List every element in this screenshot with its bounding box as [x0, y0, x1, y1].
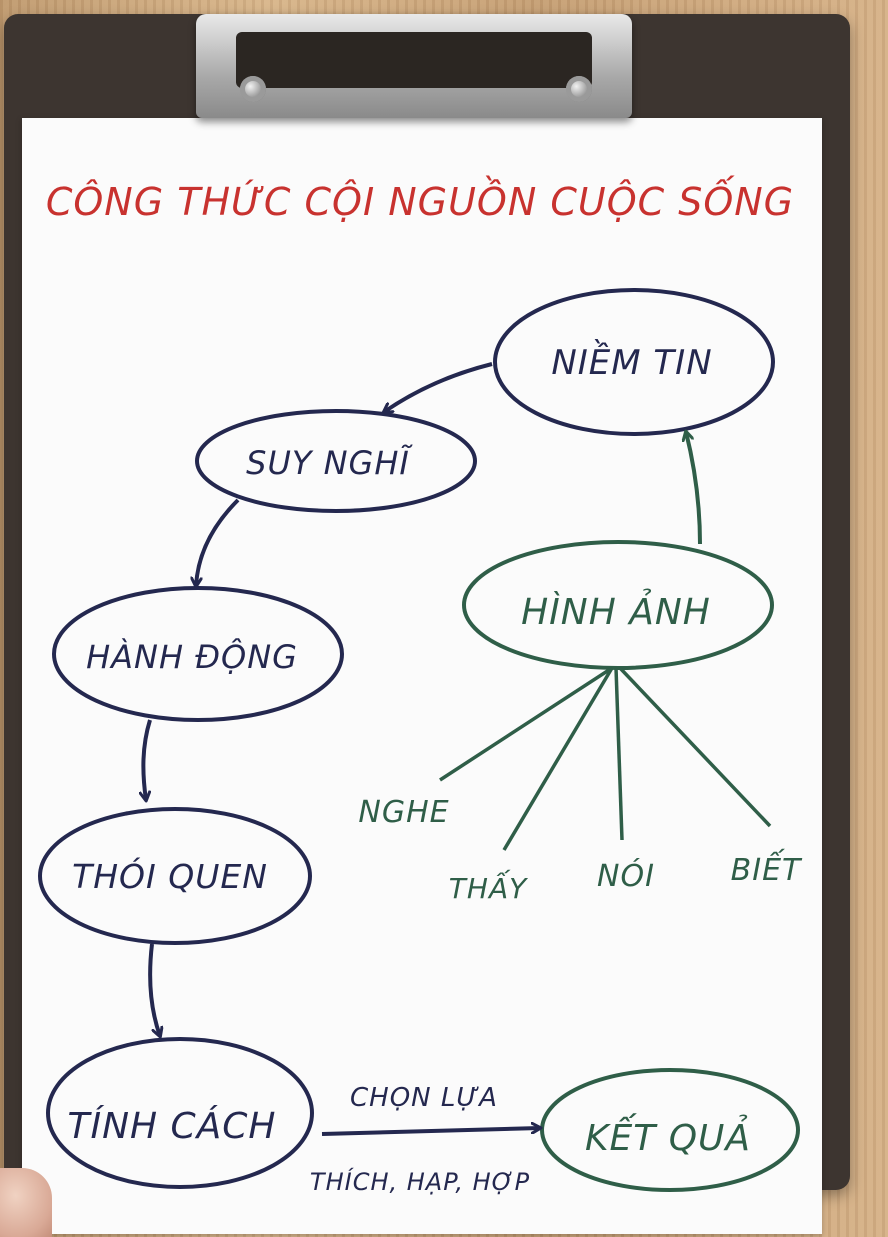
arrow-suy-nghi-to-hanh-dong [196, 498, 240, 586]
arrow-hanh-dong-to-thoi-quen [143, 719, 152, 800]
clip-rivet-right [566, 76, 592, 102]
arrow-niem-tin-to-suy-nghi [384, 362, 493, 412]
clipboard-clip [196, 14, 632, 118]
branch-to-nghe [439, 666, 613, 782]
arrow-thoi-quen-to-tinh-cach [148, 943, 160, 1036]
node-tinh-cach-ellipse [46, 1037, 314, 1189]
node-hanh-dong-label: HÀNH ĐỘNG [86, 637, 298, 676]
node-tinh-cach-label: TÍNH CÁCH [67, 1105, 276, 1147]
sense-biet-label: BIẾT [731, 849, 803, 888]
node-thoi-quen-ellipse [38, 807, 312, 945]
branch-to-biet [618, 666, 772, 828]
paper-sheet [22, 118, 822, 1234]
node-suy-nghi-label: SUY NGHĨ [246, 444, 413, 482]
node-hinh-anh-ellipse [462, 540, 774, 670]
clip-rivet-left [240, 76, 266, 102]
branch-to-thay [502, 667, 614, 851]
sense-nghe-label: NGHE [358, 795, 449, 830]
arrow-hinh-anh-to-niem-tin [686, 432, 702, 545]
edge-label-thich-hap-hop: THÍCH, HẠP, HỢP [310, 1167, 530, 1196]
sense-noi-label: NÓI [597, 857, 655, 894]
edge-label-chon-lua: CHỌN LỰA [350, 1083, 498, 1113]
arrow-tinh-cach-to-ket-qua [321, 1128, 540, 1136]
thumb [0, 1168, 52, 1237]
diagram-title: CÔNG THỨC CỘI NGUỒN CUỘC SỐNG [46, 176, 794, 224]
node-niem-tin-ellipse [493, 288, 775, 436]
node-thoi-quen-label: THÓI QUEN [72, 856, 268, 896]
sense-thay-label: THẤY [449, 868, 528, 905]
node-niem-tin-label: NIỀM TIN [551, 339, 712, 383]
clip-slot [236, 32, 592, 88]
branch-to-noi [614, 667, 624, 841]
node-hinh-anh-label: HÌNH ẢNH [521, 588, 711, 633]
node-suy-nghi-ellipse [195, 409, 477, 513]
node-ket-qua-label: KẾT QUẢ [585, 1113, 751, 1159]
